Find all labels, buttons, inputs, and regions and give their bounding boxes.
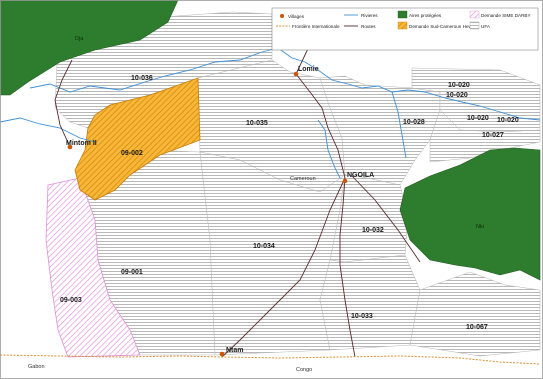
- river-south-branch: [317, 119, 341, 179]
- ufa-10-027: [429, 109, 541, 163]
- region-label-gabon: Gabon: [28, 364, 45, 370]
- region-label-cameroun: Cameroun: [290, 176, 316, 182]
- town-label-lomie: Lomie: [298, 66, 319, 73]
- town-label-mintom: Mintom II: [66, 140, 97, 147]
- park-label-dja: Dja: [75, 36, 84, 42]
- ufa-label-10-027: 10-027: [482, 132, 504, 139]
- legend-routes-label: Routes: [361, 24, 376, 29]
- park-label-nki: Nki: [476, 224, 484, 230]
- ufa-label-10-020-c: 10-020: [467, 115, 489, 122]
- region-label-congo: Congo: [296, 367, 312, 373]
- road-ngoila-south: [339, 177, 356, 358]
- ufa-label-10-032: 10-032: [362, 227, 384, 234]
- international-border: [0, 354, 541, 365]
- ufa-label-10-028: 10-028: [403, 119, 425, 126]
- ufa-label-09-002: 09-002: [121, 150, 143, 157]
- legend-darby-label: Demande SIME DARBY: [481, 13, 531, 18]
- protected-area-nki: [399, 147, 541, 281]
- legend-ufa-icon: [469, 21, 480, 30]
- legend-rivieres-label: Rivieres: [361, 13, 378, 18]
- river-dja: [29, 47, 541, 121]
- village-markers: [67, 71, 348, 357]
- ufa-label-10-020-a: 10-020: [448, 82, 470, 89]
- road-lomie-ngoila: [295, 73, 346, 179]
- demande-sud-cameroun-hevea-area: [74, 77, 201, 201]
- ufa-label-10-033: 10-033: [351, 313, 373, 320]
- ufa-label-10-035: 10-035: [246, 120, 268, 127]
- rivers: [0, 47, 541, 179]
- legend-hevea-icon: [397, 21, 408, 30]
- legend-villages-label: Villages: [288, 14, 305, 19]
- ufa-10-067: [409, 271, 541, 357]
- ufa-areas: [54, 11, 541, 357]
- town-label-ngoila: NGOILA: [347, 172, 374, 179]
- legend-protected-icon: [397, 10, 408, 19]
- village-marker-mintom: [67, 144, 73, 150]
- village-marker-ntam: [219, 351, 225, 357]
- road-mintom-north: [54, 59, 73, 148]
- ufa-label-10-020-d: 10-020: [497, 117, 519, 124]
- ufa-10-033: [319, 254, 421, 351]
- legend: Villages Frontière Internationale Rivier…: [271, 7, 539, 51]
- legend-hevea-label: Demande Sud-Cameroun Hevea: [409, 24, 476, 29]
- legend-frontiere-label: Frontière Internationale: [292, 24, 340, 29]
- river-boumba: [391, 91, 407, 159]
- ufa-label-09-003: 09-003: [60, 297, 82, 304]
- river-west: [0, 117, 96, 143]
- legend-ufa-label: UFA: [481, 24, 491, 29]
- roads: [54, 7, 421, 358]
- ufa-label-09-001: 09-001: [121, 269, 143, 276]
- legend-village-icon: [280, 14, 284, 18]
- map-labels: Dja Nki Lomie Mintom II NGOILA Ntam Came…: [28, 36, 519, 373]
- demande-sime-darby-area: [45, 177, 141, 358]
- road-ngoila-west: [221, 177, 346, 358]
- ufa-label-10-034: 10-034: [253, 243, 275, 250]
- village-marker-ngoila: [342, 178, 348, 184]
- road-ngoila-east: [351, 175, 421, 263]
- legend-aires-label: Aires protégées: [409, 13, 442, 18]
- town-label-ntam: Ntam: [226, 347, 244, 354]
- protected-area-dja: [0, 0, 179, 96]
- legend-darby-icon: [469, 10, 480, 19]
- ufa-label-10-067: 10-067: [466, 324, 488, 331]
- ufa-label-10-036: 10-036: [131, 75, 153, 82]
- ufa-label-10-020-b: 10-020: [446, 92, 468, 99]
- village-marker-lomie: [293, 71, 299, 77]
- ufa-10-028: [319, 75, 441, 186]
